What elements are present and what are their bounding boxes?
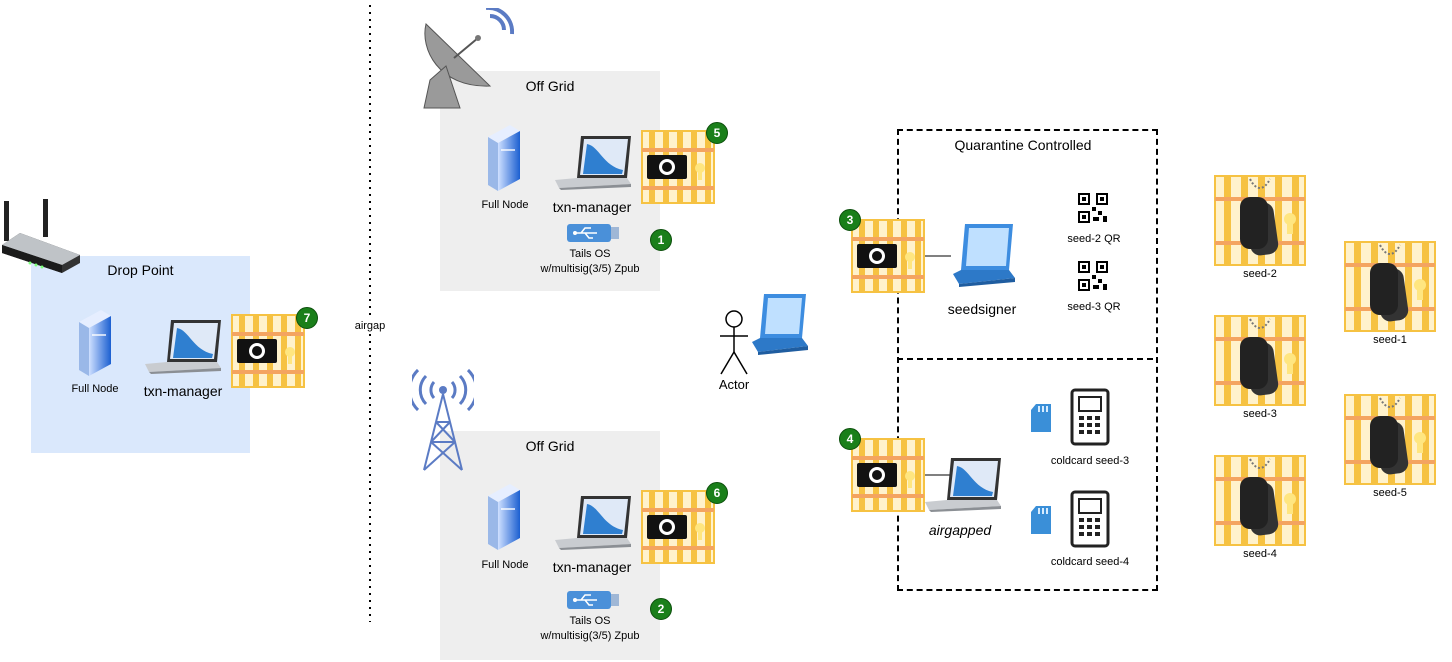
laptop-icon: [555, 496, 631, 550]
router-icon: [2, 199, 80, 273]
off-grid-bottom-usb-label-2: w/multisig(3/5) Zpub: [540, 630, 640, 642]
off-grid-top-usb-label-1: Tails OS: [569, 248, 611, 260]
quarantine-vault-badge-bottom: 4: [839, 428, 861, 450]
usb-drive-icon: [567, 224, 619, 242]
satellite-dish-icon: [423, 8, 514, 109]
off-grid-top-txn-manager-label: txn-manager: [552, 199, 632, 215]
seed3-label: seed-3: [1243, 408, 1277, 420]
quarantine-title: Quarantine Controlled: [954, 137, 1092, 153]
coldcard3-label: coldcard seed-3: [1050, 455, 1130, 467]
seed3-qr-label: seed-3 QR: [1067, 301, 1121, 313]
laptop-icon: [752, 294, 808, 355]
dog-tag-icon: [1214, 455, 1306, 546]
coldcard-icon: [1070, 490, 1110, 548]
vault-icon: [231, 314, 305, 388]
off-grid-bottom-usb-label-1: Tails OS: [569, 615, 611, 627]
laptop-icon: [925, 458, 1001, 512]
quarantine-vault-badge-top: 3: [839, 209, 861, 231]
actor-label: Actor: [718, 377, 750, 392]
sd-card-icon: [1031, 404, 1051, 432]
coldcard4-label: coldcard seed-4: [1050, 556, 1130, 568]
drop-point-badge: 7: [296, 307, 318, 329]
dog-tag-icon: [1214, 175, 1306, 266]
off-grid-bottom-usb-badge: 2: [650, 598, 672, 620]
laptop-icon: [555, 136, 631, 190]
server-icon: [79, 310, 111, 376]
off-grid-bottom-txn-manager-label: txn-manager: [552, 559, 632, 575]
off-grid-bottom-vault-badge: 6: [706, 482, 728, 504]
seed1-label: seed-1: [1373, 334, 1407, 346]
off-grid-bottom-full-node-label: Full Node: [481, 559, 529, 571]
dog-tag-icon: [1214, 315, 1306, 406]
server-icon: [488, 125, 520, 191]
vault-icon: [851, 438, 925, 512]
drop-point-txn-manager-label: txn-manager: [143, 383, 223, 399]
coldcard-icon: [1070, 388, 1110, 446]
seedsigner-label: seedsigner: [947, 301, 1017, 317]
airgap-label: airgap: [350, 320, 390, 332]
drop-point-full-node-label: Full Node: [71, 383, 119, 395]
laptop-icon: [145, 320, 221, 374]
off-grid-top-usb-badge: 1: [650, 229, 672, 251]
seed2-label: seed-2: [1243, 268, 1277, 280]
off-grid-bottom-title: Off Grid: [525, 438, 575, 454]
vault-icon: [641, 130, 715, 204]
drop-point-title: Drop Point: [107, 262, 174, 278]
usb-drive-icon: [567, 591, 619, 609]
vault-icon: [641, 490, 715, 564]
server-icon: [488, 484, 520, 550]
off-grid-top-vault-badge: 5: [706, 122, 728, 144]
laptop-icon: [953, 224, 1015, 287]
radio-tower-icon: [412, 368, 474, 471]
sd-card-icon: [1031, 506, 1051, 534]
qr-code-icon: [1078, 261, 1108, 291]
seed4-label: seed-4: [1243, 548, 1277, 560]
qr-code-icon: [1078, 193, 1108, 223]
seed2-qr-label: seed-2 QR: [1067, 233, 1121, 245]
seed5-label: seed-5: [1373, 487, 1407, 499]
dog-tag-icon: [1344, 241, 1436, 332]
off-grid-top-title: Off Grid: [525, 78, 575, 94]
quarantine-box: [897, 129, 1158, 591]
airgapped-label: airgapped: [928, 522, 992, 538]
person-icon: [720, 310, 748, 375]
off-grid-top-usb-label-2: w/multisig(3/5) Zpub: [540, 263, 640, 275]
dog-tag-icon: [1344, 394, 1436, 485]
vault-icon: [851, 219, 925, 293]
off-grid-top-full-node-label: Full Node: [481, 199, 529, 211]
